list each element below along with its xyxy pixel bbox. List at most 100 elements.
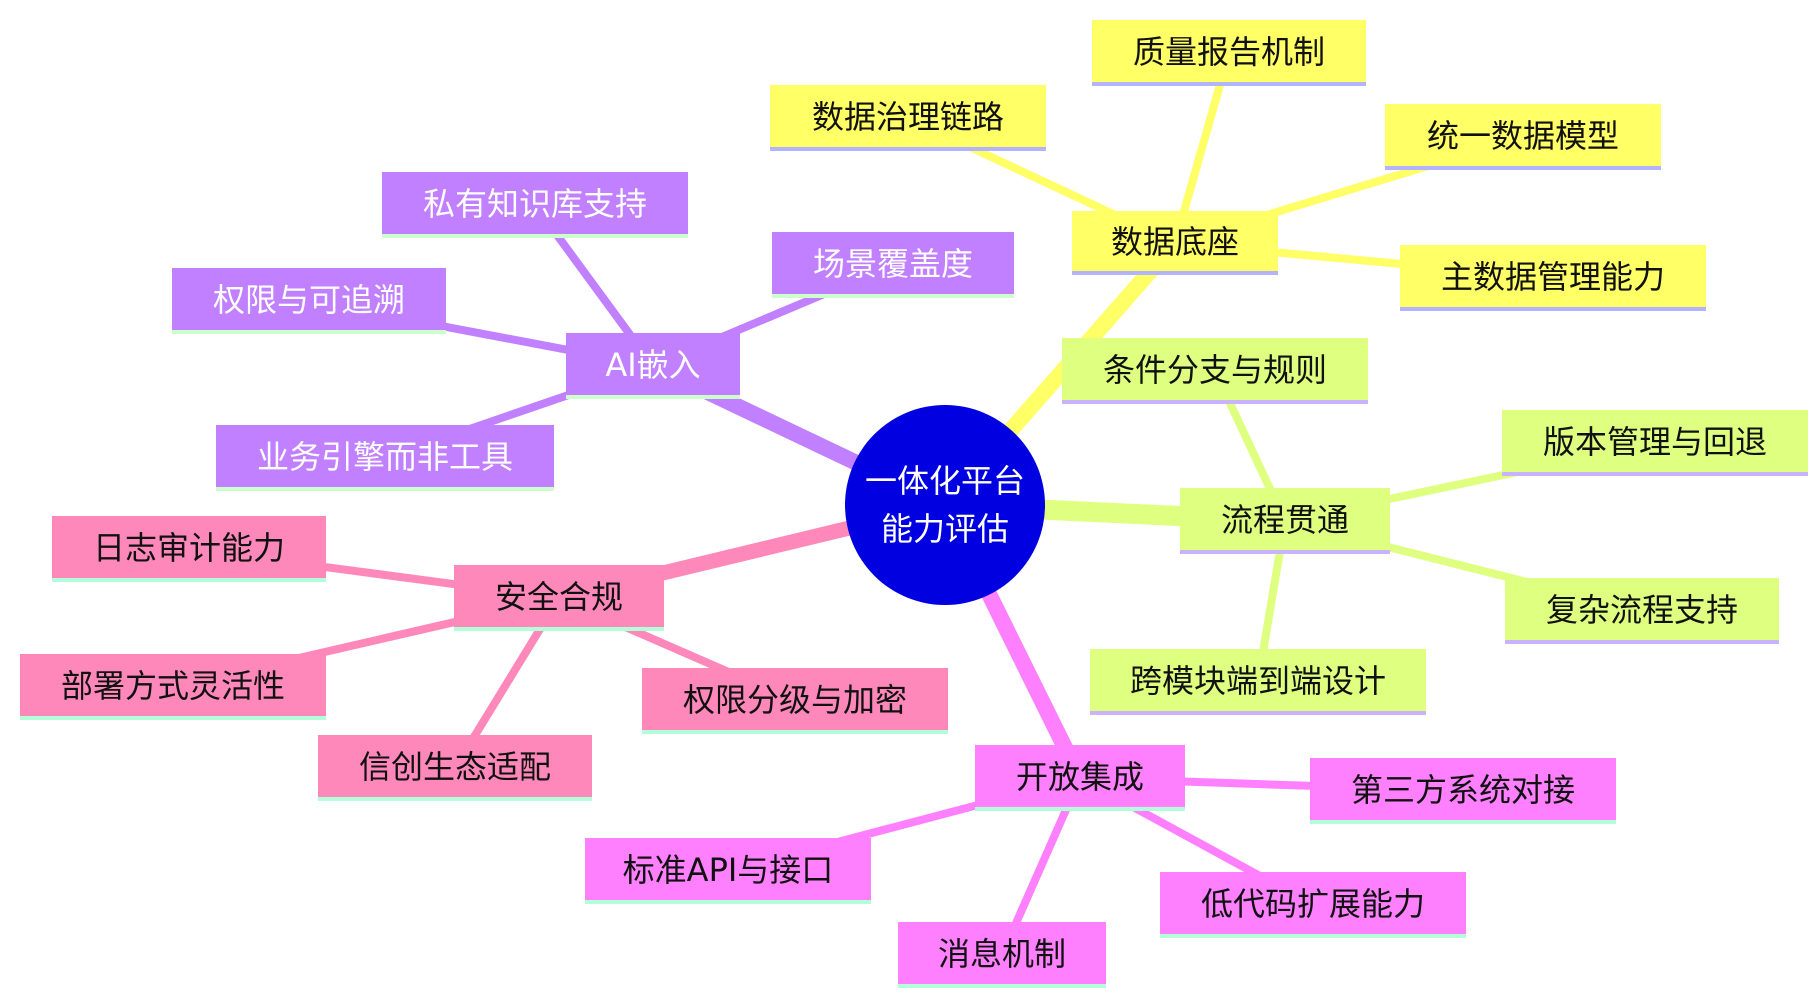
leaf-data-2[interactable]: 统一数据模型: [1385, 104, 1661, 170]
leaf-ai-3-label: 业务引擎而非工具: [257, 438, 513, 476]
leaf-data-2-box: [1385, 104, 1661, 170]
branch-security-label: 安全合规: [495, 578, 623, 616]
leaf-open-3[interactable]: 标准API与接口: [585, 838, 871, 904]
leaf-data-0-underline: [1092, 82, 1366, 86]
leaf-open-3-box: [585, 838, 871, 904]
leaf-ai-1-underline: [772, 294, 1014, 298]
branch-open[interactable]: 开放集成: [975, 745, 1185, 811]
leaf-ai-0-underline: [382, 234, 688, 238]
leaf-security-0-label: 日志审计能力: [93, 529, 285, 567]
leaf-data-1[interactable]: 数据治理链路: [770, 85, 1046, 151]
leaf-data-0[interactable]: 质量报告机制: [1092, 20, 1366, 86]
leaf-open-1-box: [1160, 872, 1466, 938]
leaf-data-2-underline: [1385, 166, 1661, 170]
branch-flow-box: [1180, 488, 1390, 554]
leaf-flow-3-label: 跨模块端到端设计: [1130, 662, 1386, 700]
node-layer: 数据底座 质量报告机制数据治理链路统一数据模型主数据管理能力流程贯通 条件分支与规则…: [20, 20, 1808, 988]
leaf-flow-0-underline: [1062, 400, 1368, 404]
leaf-flow-2[interactable]: 复杂流程支持: [1505, 578, 1779, 644]
branch-flow[interactable]: 流程贯通: [1180, 488, 1390, 554]
leaf-security-2[interactable]: 信创生态适配: [318, 735, 592, 801]
leaf-security-1[interactable]: 部署方式灵活性: [20, 654, 326, 720]
branch-security-box: [454, 565, 664, 631]
leaf-security-3-underline: [642, 730, 948, 734]
leaf-open-1[interactable]: 低代码扩展能力: [1160, 872, 1466, 938]
leaf-flow-0[interactable]: 条件分支与规则: [1062, 338, 1368, 404]
leaf-open-0-box: [1310, 758, 1616, 824]
root-circle: [845, 405, 1045, 605]
leaf-open-0-label: 第三方系统对接: [1351, 771, 1575, 809]
leaf-open-2-label: 消息机制: [938, 935, 1066, 973]
leaf-ai-1[interactable]: 场景覆盖度: [772, 232, 1014, 298]
leaf-open-2-underline: [898, 984, 1106, 988]
leaf-ai-2[interactable]: 权限与可追溯: [172, 268, 446, 334]
leaf-security-1-underline: [20, 716, 326, 720]
leaf-flow-0-label: 条件分支与规则: [1103, 351, 1327, 389]
leaf-data-3-label: 主数据管理能力: [1441, 258, 1665, 296]
branch-ai[interactable]: AI嵌入: [566, 333, 740, 399]
leaf-open-2[interactable]: 消息机制: [898, 922, 1106, 988]
branch-ai-underline: [566, 395, 740, 399]
leaf-ai-1-box: [772, 232, 1014, 298]
leaf-flow-3-underline: [1090, 711, 1426, 715]
branch-data-box: [1072, 211, 1278, 275]
leaf-security-0[interactable]: 日志审计能力: [52, 516, 326, 582]
leaf-ai-3-box: [216, 425, 554, 491]
leaf-ai-2-label: 权限与可追溯: [213, 281, 405, 319]
leaf-data-0-label: 质量报告机制: [1133, 33, 1325, 71]
leaf-ai-3-underline: [216, 487, 554, 491]
leaf-flow-3[interactable]: 跨模块端到端设计: [1090, 649, 1426, 715]
branch-security-underline: [454, 627, 664, 631]
leaf-security-2-box: [318, 735, 592, 801]
leaf-security-3[interactable]: 权限分级与加密: [642, 668, 948, 734]
leaf-data-3-underline: [1400, 307, 1706, 311]
leaf-data-2-label: 统一数据模型: [1427, 117, 1619, 155]
branch-flow-label: 流程贯通: [1221, 501, 1349, 539]
branch-open-label: 开放集成: [1016, 758, 1144, 796]
leaf-data-1-label: 数据治理链路: [812, 98, 1004, 136]
branch-open-box: [975, 745, 1185, 811]
leaf-open-1-label: 低代码扩展能力: [1201, 885, 1425, 923]
leaf-open-1-underline: [1160, 934, 1466, 938]
leaf-flow-3-box: [1090, 649, 1426, 715]
leaf-flow-1-label: 版本管理与回退: [1543, 423, 1767, 461]
root-label-line1: 一体化平台: [865, 462, 1025, 500]
leaf-data-3[interactable]: 主数据管理能力: [1400, 245, 1706, 311]
leaf-flow-1[interactable]: 版本管理与回退: [1502, 410, 1808, 476]
branch-data-underline: [1072, 271, 1278, 275]
leaf-security-0-box: [52, 516, 326, 582]
branch-ai-label: AI嵌入: [605, 346, 700, 384]
leaf-flow-1-underline: [1502, 472, 1808, 476]
leaf-open-3-underline: [585, 900, 871, 904]
leaf-open-3-label: 标准API与接口: [623, 851, 834, 889]
branch-data[interactable]: 数据底座: [1072, 211, 1278, 275]
leaf-ai-3[interactable]: 业务引擎而非工具: [216, 425, 554, 491]
leaf-ai-0[interactable]: 私有知识库支持: [382, 172, 688, 238]
leaf-security-1-box: [20, 654, 326, 720]
leaf-security-3-box: [642, 668, 948, 734]
leaf-flow-2-label: 复杂流程支持: [1546, 591, 1738, 629]
leaf-open-0-underline: [1310, 820, 1616, 824]
leaf-ai-2-box: [172, 268, 446, 334]
leaf-ai-1-label: 场景覆盖度: [813, 245, 973, 283]
leaf-security-2-label: 信创生态适配: [359, 748, 551, 786]
leaf-ai-0-label: 私有知识库支持: [423, 185, 647, 223]
leaf-open-0[interactable]: 第三方系统对接: [1310, 758, 1616, 824]
leaf-data-3-box: [1400, 245, 1706, 311]
branch-security[interactable]: 安全合规: [454, 565, 664, 631]
leaf-security-3-label: 权限分级与加密: [683, 681, 907, 719]
leaf-security-0-underline: [52, 578, 326, 582]
branch-ai-box: [566, 333, 740, 399]
leaf-flow-2-box: [1505, 578, 1779, 644]
branch-open-underline: [975, 807, 1185, 811]
leaf-flow-0-box: [1062, 338, 1368, 404]
leaf-ai-0-box: [382, 172, 688, 238]
leaf-data-1-underline: [770, 147, 1046, 151]
leaf-data-0-box: [1092, 20, 1366, 86]
leaf-security-1-label: 部署方式灵活性: [61, 667, 285, 705]
leaf-flow-1-box: [1502, 410, 1808, 476]
branch-flow-underline: [1180, 550, 1390, 554]
leaf-data-1-box: [770, 85, 1046, 151]
